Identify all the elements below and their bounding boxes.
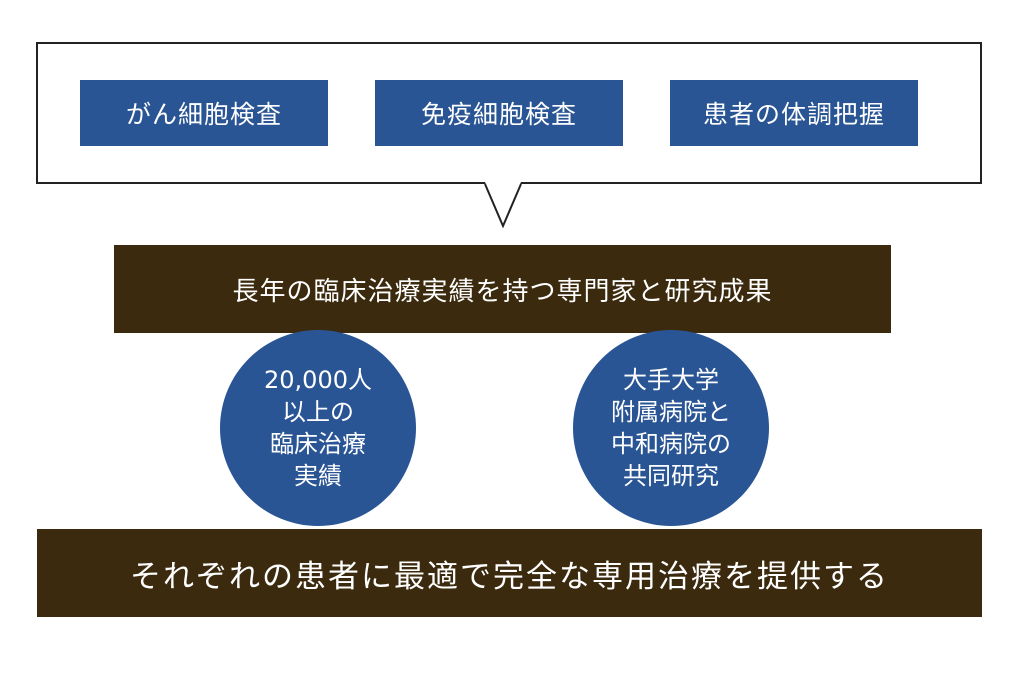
cancer-cell-test-box: がん細胞検査 [80, 80, 328, 146]
circle-line: 実績 [294, 462, 342, 490]
clinical-results-circle: 20,000人 以上の 臨床治療 実績 [220, 330, 416, 526]
circle-line: 中和病院の [611, 430, 731, 458]
treatment-bar: それぞれの患者に最適で完全な専用治療を提供する [37, 529, 982, 617]
immune-cell-test-box: 免疫細胞検査 [375, 80, 623, 146]
circle-line: 20,000人 [264, 366, 372, 394]
circle-line: 以上の [282, 398, 354, 426]
circle-line: 附属病院と [611, 398, 731, 426]
circle-line: 共同研究 [623, 462, 719, 490]
callout-tail [484, 182, 522, 228]
joint-research-circle: 大手大学 附属病院と 中和病院の 共同研究 [573, 330, 769, 526]
expertise-bar: 長年の臨床治療実績を持つ専門家と研究成果 [114, 245, 891, 333]
circle-line: 臨床治療 [270, 430, 366, 458]
circle-line: 大手大学 [623, 366, 719, 394]
patient-condition-box: 患者の体調把握 [670, 80, 918, 146]
